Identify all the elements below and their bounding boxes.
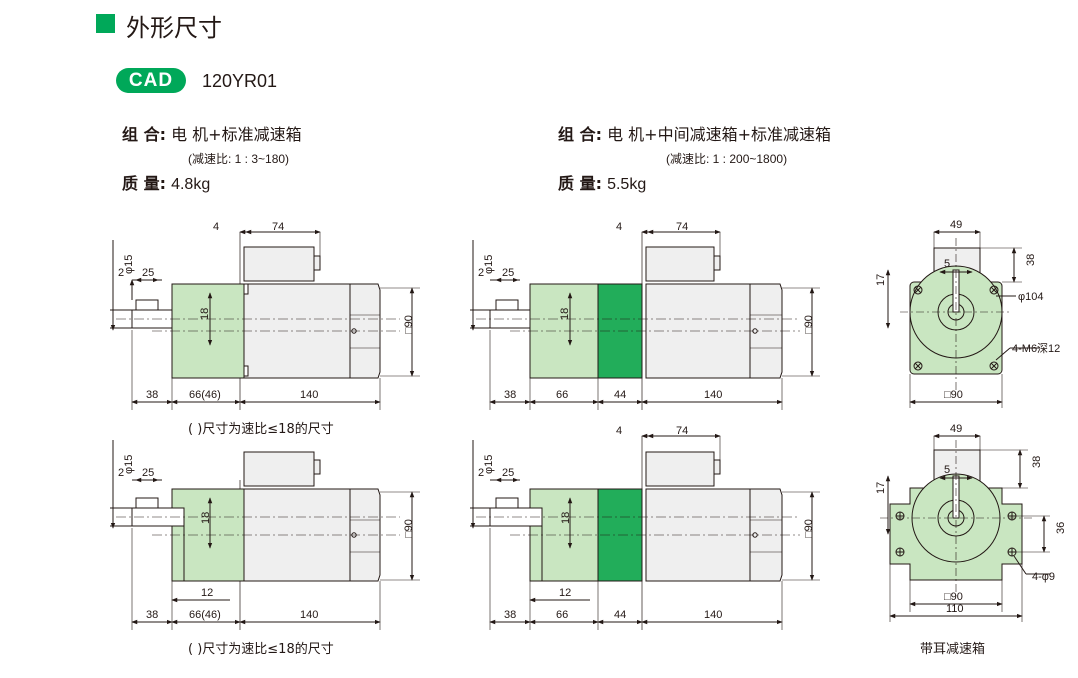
dim-66-d: 66 bbox=[556, 609, 568, 621]
dim-66-46-b: 66(46) bbox=[189, 609, 221, 621]
dim-box90-d: □90 bbox=[803, 519, 815, 538]
dim-25-c: 25 bbox=[502, 267, 514, 279]
dim-key5: 5 bbox=[944, 258, 950, 270]
bolt-holes bbox=[913, 285, 999, 371]
drawing-eared-view bbox=[880, 433, 1050, 622]
left-ratio: (减速比: 1 : 3~180) bbox=[188, 152, 290, 166]
left-combo-value: 电 机+标准减速箱 bbox=[171, 125, 302, 144]
dim-110: 110 bbox=[946, 603, 964, 615]
dim-box90-c: □90 bbox=[803, 315, 815, 334]
dim-phi104: φ104 bbox=[1018, 291, 1044, 303]
dim-49-f: 49 bbox=[950, 423, 962, 435]
cad-badge[interactable]: CAD bbox=[116, 68, 186, 93]
dim-2: 2 bbox=[118, 267, 124, 279]
shaft-dia-label-4: φ15 bbox=[483, 455, 495, 474]
dim-66-46: 66(46) bbox=[189, 389, 221, 401]
dim-38: 38 bbox=[146, 389, 158, 401]
dim-140-c: 140 bbox=[704, 389, 722, 401]
dim-38-c: 38 bbox=[504, 389, 516, 401]
left-combo: 组 合: 电 机+标准减速箱 bbox=[122, 121, 302, 145]
dim-44-d: 44 bbox=[614, 609, 626, 621]
dim-66-c: 66 bbox=[556, 389, 568, 401]
title-square-icon bbox=[96, 14, 115, 33]
dim-38-v: 38 bbox=[1025, 254, 1037, 266]
shaft-dia-label: φ15 bbox=[123, 255, 135, 274]
dim-36: 36 bbox=[1055, 522, 1067, 534]
dim-18-d: 18 bbox=[560, 512, 572, 524]
dim-18: 18 bbox=[199, 308, 211, 320]
dim-2-c: 2 bbox=[478, 267, 484, 279]
dim-140: 140 bbox=[300, 389, 318, 401]
eared-caption: 带耳减速箱 bbox=[920, 642, 986, 657]
drawing-standard-top-labels: φ15 2 25 4 74 18 □90 38 66(46) 140 bbox=[118, 221, 415, 401]
dim-25-d: 25 bbox=[502, 467, 514, 479]
dim-m6: 4-M6深12 bbox=[1012, 342, 1060, 355]
left-mass-value: 4.8kg bbox=[171, 176, 211, 193]
dim-25-b: 25 bbox=[142, 467, 154, 479]
left-mass: 质 量: 4.8kg bbox=[122, 170, 210, 194]
dim-74-c: 74 bbox=[676, 221, 688, 233]
drawing-middle-top bbox=[470, 229, 820, 410]
left-combo-label: 组 合: bbox=[122, 125, 166, 144]
dim-140-b: 140 bbox=[300, 609, 318, 621]
dim-18-b: 18 bbox=[200, 512, 212, 524]
dim-phi9: 4-φ9 bbox=[1032, 571, 1055, 583]
drawing-front-view bbox=[885, 229, 1040, 408]
right-ratio: (减速比: 1 : 200~1800) bbox=[666, 152, 788, 166]
drawing-middle-top-labels: φ15 2 25 4 74 18 □90 38 66 44 140 bbox=[478, 221, 815, 401]
right-mass-label: 质 量: bbox=[558, 174, 602, 193]
ear-holes bbox=[895, 511, 1017, 557]
model-number: 120YR01 bbox=[202, 71, 278, 91]
drawing-front-view-labels: 49 5 38 17 φ104 4-M6深12 □90 bbox=[875, 219, 1060, 401]
shaft-dia-label-3: φ15 bbox=[483, 255, 495, 274]
drawing-standard-bottom bbox=[110, 440, 420, 630]
right-mass: 质 量: 5.5kg bbox=[558, 170, 646, 194]
left-mass-label: 质 量: bbox=[122, 174, 166, 193]
dim-44-c: 44 bbox=[614, 389, 626, 401]
dim-74-d: 74 bbox=[676, 425, 688, 437]
drawing-middle-bottom bbox=[470, 433, 820, 630]
dim-box90-e: □90 bbox=[944, 389, 963, 401]
dim-17: 17 bbox=[875, 274, 887, 286]
dim-4: 4 bbox=[213, 221, 219, 233]
dim-key5-f: 5 bbox=[944, 464, 950, 476]
dim-12: 12 bbox=[201, 587, 213, 599]
dim-12-d: 12 bbox=[559, 587, 571, 599]
right-combo-value: 电 机+中间减速箱+标准减速箱 bbox=[607, 125, 831, 144]
drawing-eared-view-labels: 49 5 38 17 36 4-φ9 □90 110 bbox=[875, 423, 1067, 615]
ratio-note-bottom: ( )尺寸为速比≤18的尺寸 bbox=[188, 642, 334, 657]
dim-2-b: 2 bbox=[118, 467, 124, 479]
dim-17-f: 17 bbox=[875, 482, 887, 494]
dim-4-c: 4 bbox=[616, 221, 622, 233]
right-combo-label: 组 合: bbox=[558, 125, 602, 144]
dim-49: 49 bbox=[950, 219, 962, 231]
ratio-note-top: ( )尺寸为速比≤18的尺寸 bbox=[188, 422, 334, 437]
drawing-standard-bottom-labels: φ15 2 25 18 □90 12 38 66(46) 140 bbox=[118, 455, 415, 621]
dim-74: 74 bbox=[272, 221, 284, 233]
dim-25: 25 bbox=[142, 267, 154, 279]
right-mass-value: 5.5kg bbox=[607, 176, 647, 193]
dim-38-d: 38 bbox=[504, 609, 516, 621]
shaft-dia-label-2: φ15 bbox=[123, 455, 135, 474]
dim-box90: □90 bbox=[403, 315, 415, 334]
dim-2-d: 2 bbox=[478, 467, 484, 479]
dim-box90-f: □90 bbox=[944, 591, 963, 603]
dim-38-b: 38 bbox=[146, 609, 158, 621]
drawing-standard-top bbox=[110, 229, 420, 410]
dim-box90-b: □90 bbox=[403, 519, 415, 538]
dim-38-f: 38 bbox=[1031, 456, 1043, 468]
drawing-middle-bottom-labels: φ15 2 25 4 74 18 □90 12 38 66 44 140 bbox=[478, 425, 815, 621]
right-combo: 组 合: 电 机+中间减速箱+标准减速箱 bbox=[558, 121, 831, 145]
dim-4-d: 4 bbox=[616, 425, 622, 437]
page-title: 外形尺寸 bbox=[126, 14, 222, 42]
dim-140-d: 140 bbox=[704, 609, 722, 621]
dim-18-c: 18 bbox=[559, 308, 571, 320]
